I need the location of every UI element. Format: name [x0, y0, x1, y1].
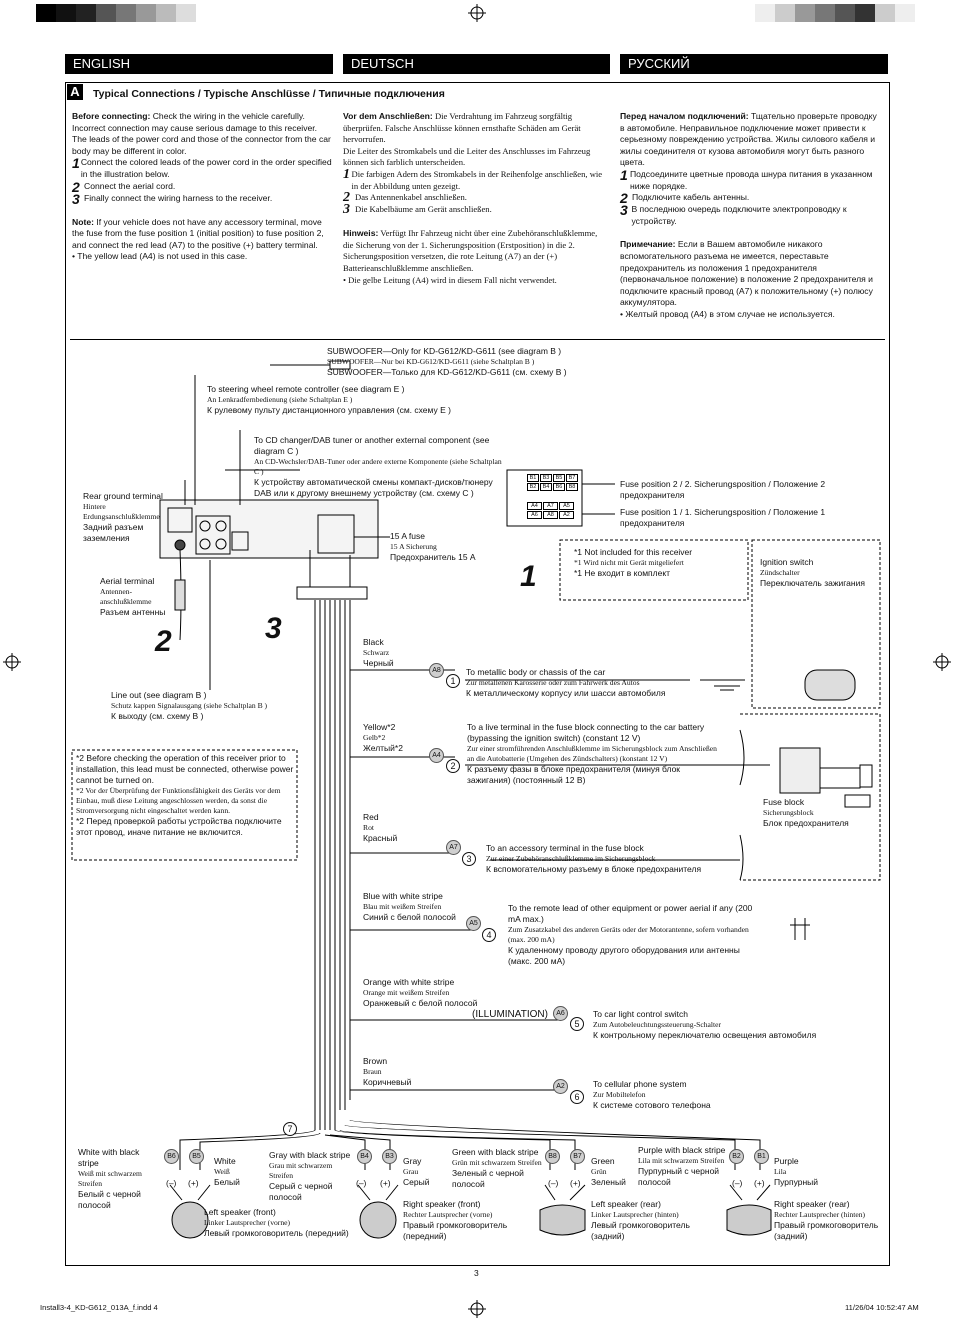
fuse-block-label: Fuse block Sicherungsblock Блок предохра…	[763, 797, 849, 828]
crosshair-icon	[468, 1300, 486, 1318]
section-frame	[65, 82, 890, 1266]
russian-column: Перед началом подключений: Тщательно про…	[620, 111, 877, 319]
wire-number: 5	[570, 1017, 584, 1031]
fuse-position-1-label: Fuse position 1 / 1. Sicherungsposition …	[620, 507, 826, 528]
wire-brown-destination: To cellular phone system Zur Mobiltelefo…	[593, 1079, 711, 1110]
header-russian: РУССКИЙ	[620, 54, 888, 74]
wire-yellow-label: Yellow*2 Gelb*2 Желтый*2	[363, 722, 403, 753]
english-column: Before connecting: Check the wiring in t…	[72, 111, 332, 262]
section-letter: A	[67, 84, 83, 100]
wire-number: 2	[446, 759, 460, 773]
speaker-left-rear-wire-a: Green with black stripe Grün mit schwarz…	[452, 1147, 542, 1189]
pin-badge: B2	[729, 1149, 744, 1164]
steering-label: To steering wheel remote controller (see…	[207, 384, 451, 415]
crosshair-icon	[3, 653, 21, 671]
pin-badge: B5	[189, 1149, 204, 1164]
illumination-label: (ILLUMINATION)	[472, 1009, 548, 1020]
pin-badge: A7	[446, 840, 461, 855]
speaker-right-rear-label: Right speaker (rear) Rechter Lautspreche…	[774, 1199, 879, 1241]
wire-number: 7	[283, 1122, 297, 1136]
fuse-15a-label: 15 A fuse 15 A Sicherung Предохранитель …	[390, 531, 476, 562]
pin-badge: A5	[466, 916, 481, 931]
german-column: Vor dem Anschließen: Die Verdrahtung im …	[343, 111, 603, 285]
speaker-left-front-wire-b: White Weiß Белый	[214, 1156, 240, 1187]
footnotes: *2 Before checking the operation of this…	[76, 753, 294, 837]
wire-black-destination: To metallic body or chassis of the car Z…	[466, 667, 666, 698]
diagram-step-2: 2	[155, 625, 172, 658]
speaker-right-front-wire-b: Gray Grau Серый	[403, 1156, 430, 1187]
pin-badge: A6	[553, 1006, 568, 1021]
page-number: 3	[474, 1268, 479, 1278]
wire-red-destination: To an accessory terminal in the fuse blo…	[486, 843, 702, 874]
not-included-note: *1 Not included for this receiver *1 Wir…	[574, 547, 693, 578]
polarity-minus: (–)	[166, 1178, 177, 1188]
wire-black-label: Black Schwarz Черный	[363, 637, 394, 668]
pin-badge: B8	[545, 1149, 560, 1164]
polarity-minus: (–)	[356, 1178, 367, 1188]
ignition-switch-label: Ignition switch Zündschalter Переключате…	[760, 557, 865, 588]
header-english: ENGLISH	[65, 54, 333, 74]
pin-badge: A2	[553, 1079, 568, 1094]
wire-number: 4	[482, 928, 496, 942]
pin-badge: A8	[429, 663, 444, 678]
wire-number: 1	[446, 674, 460, 688]
pin-badge: B6	[164, 1149, 179, 1164]
crosshair-icon	[468, 4, 486, 22]
changer-label: To CD changer/DAB tuner or another exter…	[254, 435, 502, 498]
wire-brown-label: Brown Braun Коричневый	[363, 1056, 412, 1087]
fuse-position-2-label: Fuse position 2 / 2. Sicherungsposition …	[620, 479, 826, 500]
subwoofer-label: SUBWOOFER—Only for KD-G612/KD-G611 (see …	[327, 346, 567, 377]
registration-bar-left	[36, 4, 196, 22]
speaker-right-front-label: Right speaker (front) Rechter Lautsprech…	[403, 1199, 508, 1241]
section-title: Typical Connections / Typische Anschlüss…	[93, 88, 445, 100]
pin-badge: B4	[357, 1149, 372, 1164]
wire-orange-label: Orange with white stripe Orange mit weiß…	[363, 977, 478, 1008]
speaker-left-front-wire-a: White with black stripe Weiß mit schwarz…	[78, 1147, 142, 1210]
wire-blue-label: Blue with white stripe Blau mit weißem S…	[363, 891, 456, 922]
wire-orange-destination: To car light control switch Zum Autobele…	[593, 1009, 817, 1040]
divider	[70, 339, 885, 340]
speaker-right-rear-wire-a: Purple with black stripe Lila mit schwar…	[638, 1145, 726, 1187]
wire-yellow-destination: To a live terminal in the fuse block con…	[467, 722, 717, 785]
pin-badge: B3	[382, 1149, 397, 1164]
wire-number: 6	[570, 1090, 584, 1104]
polarity-minus: (–)	[548, 1178, 559, 1188]
pin-badge: B7	[570, 1149, 585, 1164]
footer-filename: Install3-4_KD-G612_013A_f.indd 4	[40, 1303, 158, 1312]
polarity-minus: (–)	[732, 1178, 743, 1188]
speaker-right-rear-wire-b: Purple Lila Пурпурный	[774, 1156, 819, 1187]
wire-blue-destination: To the remote lead of other equipment or…	[508, 903, 753, 966]
footer-date: 11/26/04 10:52:47 AM	[845, 1303, 919, 1312]
polarity-plus: (+)	[754, 1178, 765, 1188]
fuse-pin-grid-bottom: A4 A7 A5 A6 A8 A2	[527, 502, 577, 519]
lineout-label: Line out (see diagram B ) Schutz kappen …	[111, 690, 268, 721]
speaker-right-front-wire-a: Gray with black stripe Grau mit schwarze…	[269, 1150, 351, 1202]
polarity-plus: (+)	[570, 1178, 581, 1188]
wire-red-label: Red Rot Красный	[363, 812, 398, 843]
fuse-pin-grid-top: B1 B3 B5 B7 B2 B4 B6 B8	[527, 474, 578, 491]
polarity-plus: (+)	[188, 1178, 199, 1188]
pin-badge: B1	[754, 1149, 769, 1164]
speaker-left-rear-label: Left speaker (rear) Linker Lautsprecher …	[591, 1199, 690, 1241]
pin-badge: A4	[429, 748, 444, 763]
diagram-step-1: 1	[520, 560, 537, 593]
speaker-left-front-label: Left speaker (front) Linker Lautsprecher…	[204, 1207, 349, 1238]
polarity-plus: (+)	[380, 1178, 391, 1188]
rear-ground-label: Rear ground terminal Hintere Erdungsansc…	[83, 491, 163, 543]
diagram-step-3: 3	[265, 612, 282, 645]
aerial-label: Aerial terminal Antennen-anschlußklemme …	[100, 576, 166, 617]
wire-number: 3	[462, 852, 476, 866]
registration-bar-right	[755, 4, 915, 22]
crosshair-icon	[933, 653, 951, 671]
header-deutsch: DEUTSCH	[343, 54, 610, 74]
speaker-left-rear-wire-b: Green Grün Зеленый	[591, 1156, 626, 1187]
